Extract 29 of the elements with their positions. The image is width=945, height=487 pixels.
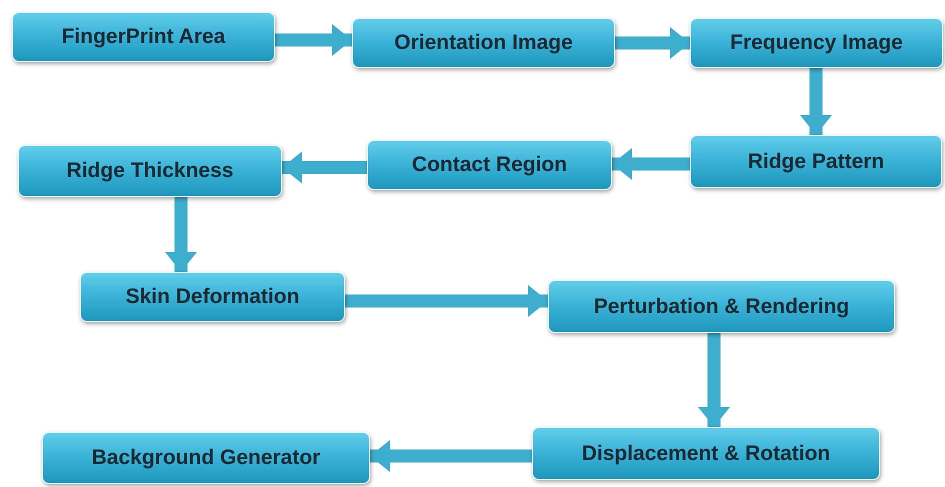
block-arrow	[612, 148, 690, 180]
block-arrow	[615, 27, 690, 59]
block-arrow	[345, 285, 548, 317]
process-box	[18, 145, 282, 197]
process-box	[352, 18, 615, 68]
box-label: Ridge Pattern	[748, 150, 884, 174]
block-arrow	[282, 152, 367, 184]
block-arrow	[698, 333, 730, 427]
block-arrow	[275, 24, 352, 56]
process-box	[367, 140, 612, 190]
box-label: Displacement & Rotation	[582, 442, 830, 466]
box-label: Frequency Image	[730, 31, 903, 55]
process-box	[12, 12, 275, 62]
box-label: Perturbation & Rendering	[594, 294, 850, 318]
process-box	[548, 280, 895, 333]
box-label: Contact Region	[412, 153, 568, 177]
block-arrow	[165, 197, 197, 272]
block-arrow	[370, 440, 532, 472]
process-box	[690, 135, 942, 188]
process-box	[80, 272, 345, 322]
box-label: Ridge Thickness	[66, 159, 234, 183]
box-label: Orientation Image	[394, 31, 573, 55]
box-label: Skin Deformation	[126, 285, 300, 309]
process-box	[690, 18, 943, 68]
process-box	[532, 427, 880, 480]
block-arrow	[800, 68, 832, 135]
box-label: FingerPrint Area	[62, 25, 226, 49]
box-label: Background Generator	[92, 446, 320, 470]
process-box	[42, 432, 370, 484]
